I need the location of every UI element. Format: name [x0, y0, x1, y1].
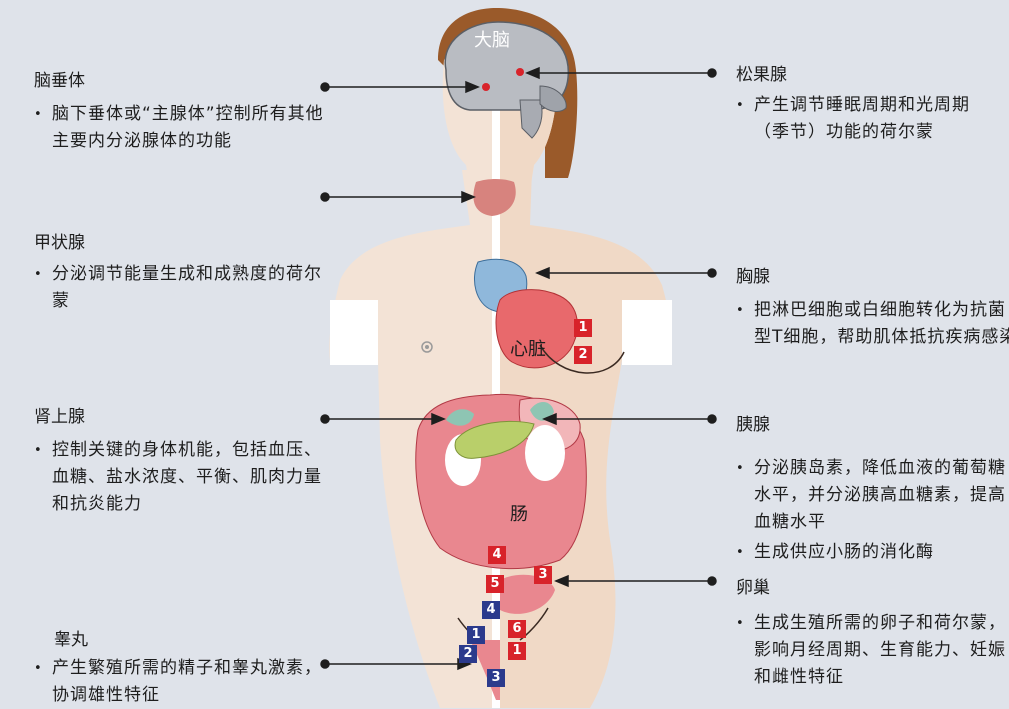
badge-blue-2: 2 — [459, 645, 477, 663]
kidney-right — [525, 425, 565, 481]
ovaries-desc: 生成生殖所需的卵子和荷尔蒙，影响月经周期、生育能力、妊娠和雌性特征 — [736, 610, 1009, 691]
right-sleeve — [622, 300, 672, 365]
pituitary-desc: 脑下垂体或“主腺体”控制所有其他主要内分泌腺体的功能 — [34, 101, 324, 155]
thymus-desc: 把淋巴细胞或白细胞转化为抗菌型T细胞，帮助肌体抵抗疾病感染 — [736, 297, 1009, 351]
badge-red-4: 4 — [488, 546, 506, 564]
brain-label: 大脑 — [474, 26, 510, 52]
adrenal-title: 肾上腺 — [34, 402, 85, 427]
ovaries-title: 卵巢 — [736, 573, 770, 598]
pancreas-title: 胰腺 — [736, 410, 770, 435]
testes-desc: 产生繁殖所需的精子和睾丸激素，协调雄性特征 — [34, 655, 324, 709]
pineal-desc: 产生调节睡眠周期和光周期（季节）功能的荷尔蒙 — [736, 92, 994, 146]
pancreas-desc-2: 生成供应小肠的消化酶 — [736, 539, 1009, 566]
thymus-title: 胸腺 — [736, 262, 770, 287]
badge-red-1: 1 — [574, 319, 592, 337]
badge-red-2: 2 — [574, 346, 592, 364]
pineal-dot — [516, 68, 524, 76]
badge-blue-1: 1 — [467, 626, 485, 644]
thyroid-title: 甲状腺 — [34, 228, 85, 253]
heart-label: 心脏 — [510, 335, 546, 361]
pituitary-title: 脑垂体 — [34, 66, 85, 91]
pineal-title: 松果腺 — [736, 60, 787, 85]
badge-blue-4: 4 — [482, 601, 500, 619]
left-sleeve — [330, 300, 378, 365]
pituitary-dot — [482, 83, 490, 91]
testes-title: 睾丸 — [54, 625, 88, 650]
badge-red-3: 3 — [534, 566, 552, 584]
thyroid-desc: 分泌调节能量生成和成熟度的荷尔蒙 — [34, 261, 324, 315]
badge-red-5: 5 — [486, 575, 504, 593]
badge-blue-3: 3 — [487, 669, 505, 687]
badge-red-1b: 1 — [508, 642, 526, 660]
intestine-label: 肠 — [510, 500, 528, 526]
pancreas-desc-1: 分泌胰岛素，降低血液的葡萄糖水平，并分泌胰高血糖素，提高血糖水平 — [736, 455, 1009, 536]
badge-red-6: 6 — [508, 620, 526, 638]
adrenal-desc: 控制关键的身体机能，包括血压、血糖、盐水浓度、平衡、肌肉力量和抗炎能力 — [34, 437, 327, 518]
